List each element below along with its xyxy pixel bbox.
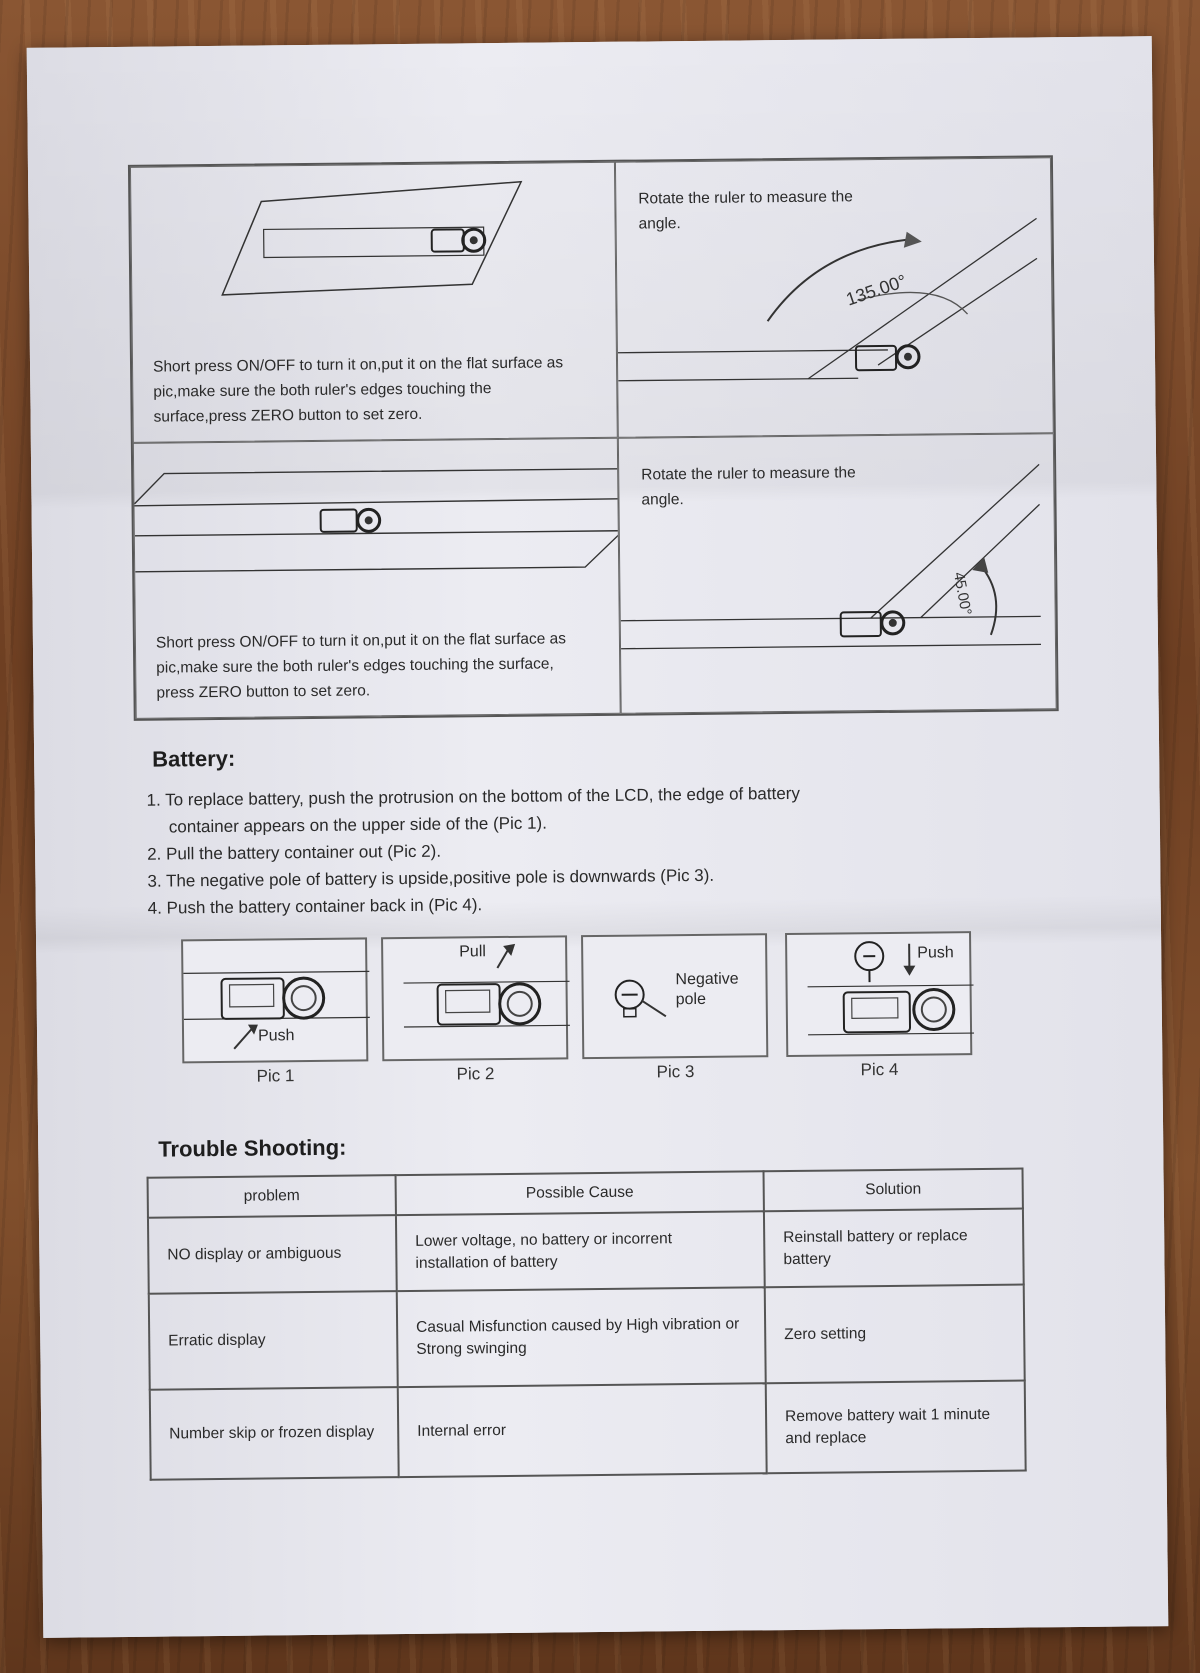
ruler-flat-illustration-2: [133, 468, 621, 573]
ruler-135-illustration: [617, 217, 1038, 382]
pic-4-frame: Push: [785, 931, 975, 1058]
header-problem: problem: [147, 1175, 396, 1218]
trouble-shooting-table: problem Possible Cause Solution NO displ…: [147, 1168, 1027, 1481]
instruction-text-3: Short press ON/OFF to turn it on,put it …: [155, 630, 567, 702]
pic-2-illustration: [403, 943, 570, 1028]
ruler-45-illustration: [620, 463, 1042, 650]
pic-2-caption: Pic 2: [456, 1064, 495, 1084]
trouble-shooting-heading: Trouble Shooting:: [158, 1134, 347, 1162]
ruler-flat-illustration: [221, 180, 523, 296]
pic-1-illustration: [183, 970, 370, 1050]
problem-cell: Number skip or frozen display: [149, 1387, 399, 1480]
cause-cell: Casual Misfunction caused by High vibrat…: [396, 1287, 766, 1388]
instruction-cell-zero-flat: Short press ON/OFF to turn it on,put it …: [129, 161, 618, 443]
instruction-cell-rotate-45: Rotate the ruler to measure the angle. 4…: [617, 433, 1057, 714]
solution-cell: Zero setting: [764, 1284, 1025, 1384]
pic-4-caption: Pic 4: [860, 1059, 899, 1080]
battery-steps-list: 1. To replace battery, push the protrusi…: [146, 778, 1007, 922]
pic-3-frame: Negative pole: [581, 933, 769, 1060]
pic-4-illustration: [807, 941, 975, 1036]
header-possible-cause: Possible Cause: [395, 1171, 764, 1216]
cause-cell: Lower voltage, no battery or incorrent i…: [395, 1211, 765, 1292]
battery-pictures: Push Pic 1 Pull Pic 2: [181, 931, 983, 1089]
instruction-grid: Short press ON/OFF to turn it on,put it …: [127, 155, 1059, 721]
pic-3-pole-label: pole: [675, 990, 707, 1009]
pic-2-frame: Pull: [381, 935, 570, 1062]
problem-cell: NO display or ambiguous: [147, 1215, 397, 1294]
pic-1-push-label: Push: [257, 1027, 295, 1045]
header-solution: Solution: [763, 1168, 1023, 1212]
solution-cell: Reinstall battery or replace battery: [763, 1208, 1024, 1288]
pic-3-caption: Pic 3: [656, 1061, 695, 1082]
instruction-text-1: Short press ON/OFF to turn it on,put it …: [152, 354, 564, 426]
instruction-text-4: Rotate the ruler to measure the angle.: [641, 464, 856, 509]
problem-cell: Erratic display: [148, 1291, 398, 1390]
pic-1-frame: Push: [181, 937, 370, 1064]
solution-cell: Remove battery wait 1 minute and replace: [765, 1380, 1026, 1474]
table-row: NO display or ambiguous Lower voltage, n…: [147, 1208, 1024, 1294]
instruction-text-2: Rotate the ruler to measure the angle.: [638, 188, 853, 233]
instruction-sheet: Short press ON/OFF to turn it on,put it …: [26, 36, 1169, 1638]
instruction-cell-rotate-135: Rotate the ruler to measure the angle. 1…: [614, 157, 1054, 438]
pic-3-illustration: [614, 979, 667, 1018]
instruction-cell-zero-flat-2: Short press ON/OFF to turn it on,put it …: [132, 437, 621, 719]
cause-cell: Internal error: [397, 1383, 767, 1478]
pic-4-push-label: Push: [917, 944, 954, 962]
table-row: Erratic display Casual Misfunction cause…: [148, 1284, 1025, 1390]
pic-3-negative-label: Negative: [675, 970, 739, 989]
pic-1-caption: Pic 1: [256, 1066, 295, 1086]
table-row: Number skip or frozen display Internal e…: [149, 1380, 1026, 1480]
pic-2-pull-label: Pull: [459, 943, 486, 961]
battery-heading: Battery:: [152, 745, 236, 772]
